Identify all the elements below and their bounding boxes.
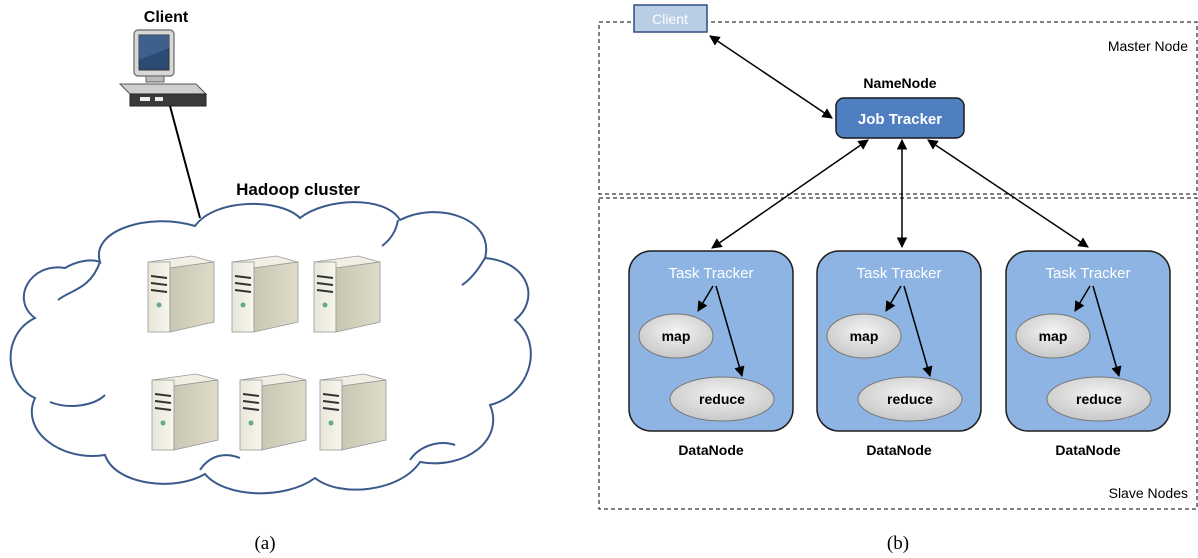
server-icon [151, 373, 219, 451]
datanode-label: DataNode [866, 442, 932, 458]
data-node-1: Task Tracker map reduce DataNode [628, 250, 794, 458]
reduce-ellipse [1046, 376, 1152, 422]
map-label: map [1039, 328, 1068, 344]
server-icon [319, 373, 387, 451]
cluster-cloud [9, 201, 532, 495]
client-label-b: Client [652, 11, 688, 27]
reduce-label: reduce [699, 391, 745, 407]
client-box [633, 4, 708, 33]
job-tracker-label: Job Tracker [858, 111, 942, 128]
client-cluster-link [169, 105, 201, 219]
reduce-label: reduce [1076, 391, 1122, 407]
client-computer-icon [118, 29, 208, 107]
panel-b: Master Node Slave Nodes Client NameNode … [598, 4, 1198, 554]
datanode-label: DataNode [1055, 442, 1121, 458]
map-ellipse [638, 313, 714, 359]
client-label-a: Client [144, 9, 189, 26]
panel-a: Client Hadoop cluster [9, 9, 532, 554]
client-jobtracker-arrow [709, 35, 833, 119]
server-icon [231, 255, 299, 333]
server-icon [147, 255, 215, 333]
reduce-label: reduce [887, 391, 933, 407]
jobtracker-node1-arrow [711, 139, 869, 249]
caption-a: (a) [254, 533, 275, 554]
slave-nodes-region [598, 197, 1198, 510]
job-tracker-box [835, 97, 965, 139]
caption-b: (b) [887, 533, 909, 554]
map-ellipse [1015, 313, 1091, 359]
task-tracker-label: Task Tracker [856, 265, 941, 282]
jobtracker-node3-arrow [927, 139, 1089, 248]
data-node-2: Task Tracker map reduce DataNode [816, 250, 982, 458]
map-ellipse [826, 313, 902, 359]
cluster-label: Hadoop cluster [236, 180, 360, 199]
reduce-ellipse [857, 376, 963, 422]
namenode-label: NameNode [863, 75, 936, 91]
master-node-label: Master Node [1108, 38, 1188, 54]
data-node-3: Task Tracker map reduce DataNode [1005, 250, 1171, 458]
task-tracker-label: Task Tracker [1045, 265, 1130, 282]
map-label: map [662, 328, 691, 344]
map-label: map [850, 328, 879, 344]
task-tracker-label: Task Tracker [668, 265, 753, 282]
reduce-ellipse [669, 376, 775, 422]
server-icon [313, 255, 381, 333]
server-icon [239, 373, 307, 451]
slave-nodes-label: Slave Nodes [1109, 485, 1188, 501]
datanode-label: DataNode [678, 442, 744, 458]
